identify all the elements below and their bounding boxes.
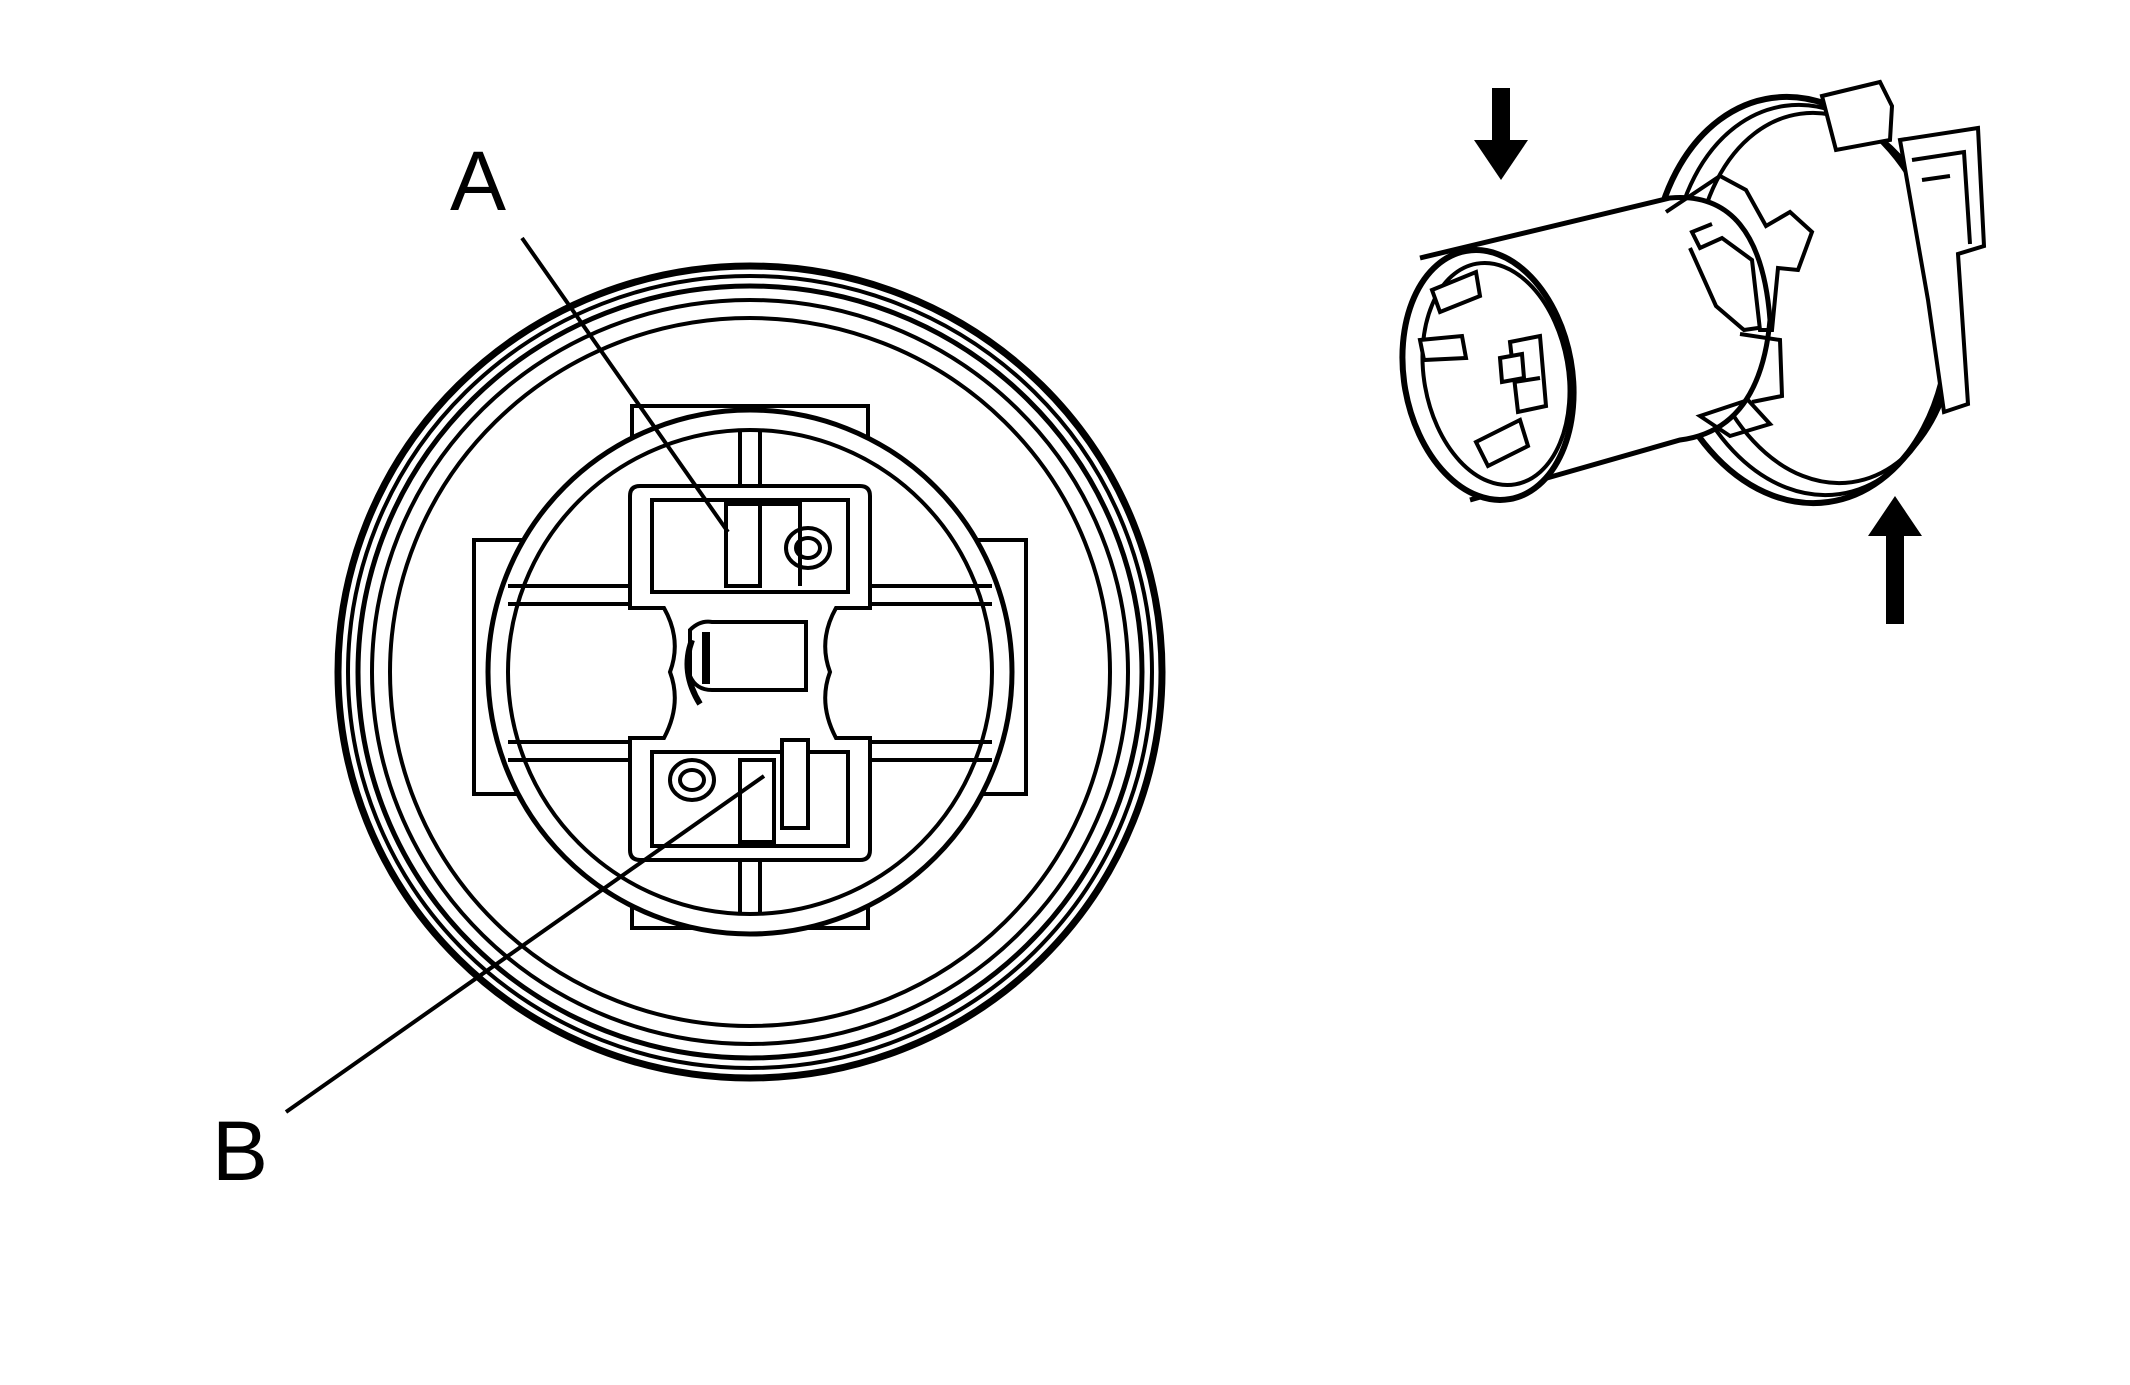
leader-a bbox=[520, 236, 730, 534]
socket-cross-spokes bbox=[508, 430, 992, 914]
terminal-a bbox=[724, 502, 832, 588]
arrow-down-icon bbox=[1474, 88, 1528, 180]
socket-locking-tabs bbox=[1819, 79, 1987, 415]
terminal-b bbox=[668, 738, 810, 844]
socket-barrel-face bbox=[1399, 247, 1577, 503]
socket-front-view: A B bbox=[212, 134, 1166, 1198]
leader-b bbox=[284, 774, 766, 1114]
arrow-up-icon bbox=[1868, 496, 1922, 624]
callout-leaders bbox=[284, 236, 766, 1114]
callout-label-a: A bbox=[450, 134, 506, 228]
callout-label-b: B bbox=[212, 1104, 268, 1198]
socket-side-view bbox=[1399, 79, 1987, 624]
socket-outer-rim bbox=[334, 262, 1166, 1082]
